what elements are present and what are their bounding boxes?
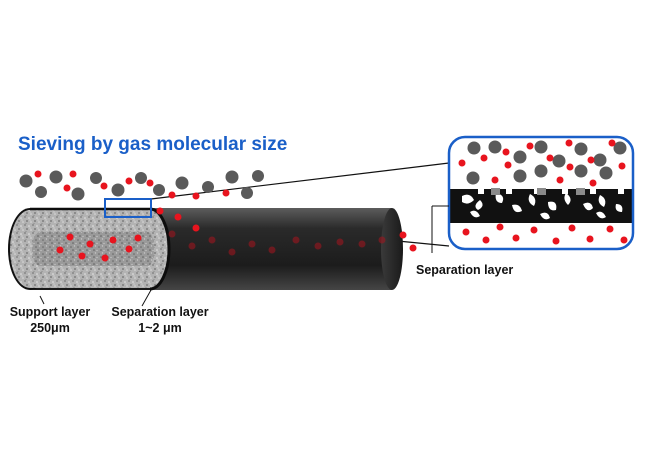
support-layer-label: Support layer (10, 305, 91, 319)
diagram-title: Sieving by gas molecular size (18, 134, 287, 155)
support-layer-thickness: 250μm (30, 321, 70, 335)
hollow-fiber-tube (8, 207, 403, 291)
highlight-box (104, 198, 152, 218)
separation-layer-thickness: 1~2 μm (138, 321, 181, 335)
separation-layer-pointer (141, 289, 152, 307)
gas-molecules (19, 170, 417, 262)
separation-layer-band (449, 188, 633, 223)
inner-bore (32, 232, 154, 266)
inset-separation-layer-label: Separation layer (416, 263, 513, 277)
separation-layer-label: Separation layer (111, 305, 208, 319)
inset-zoom-view (447, 135, 635, 251)
support-layer-pointer (39, 295, 45, 305)
